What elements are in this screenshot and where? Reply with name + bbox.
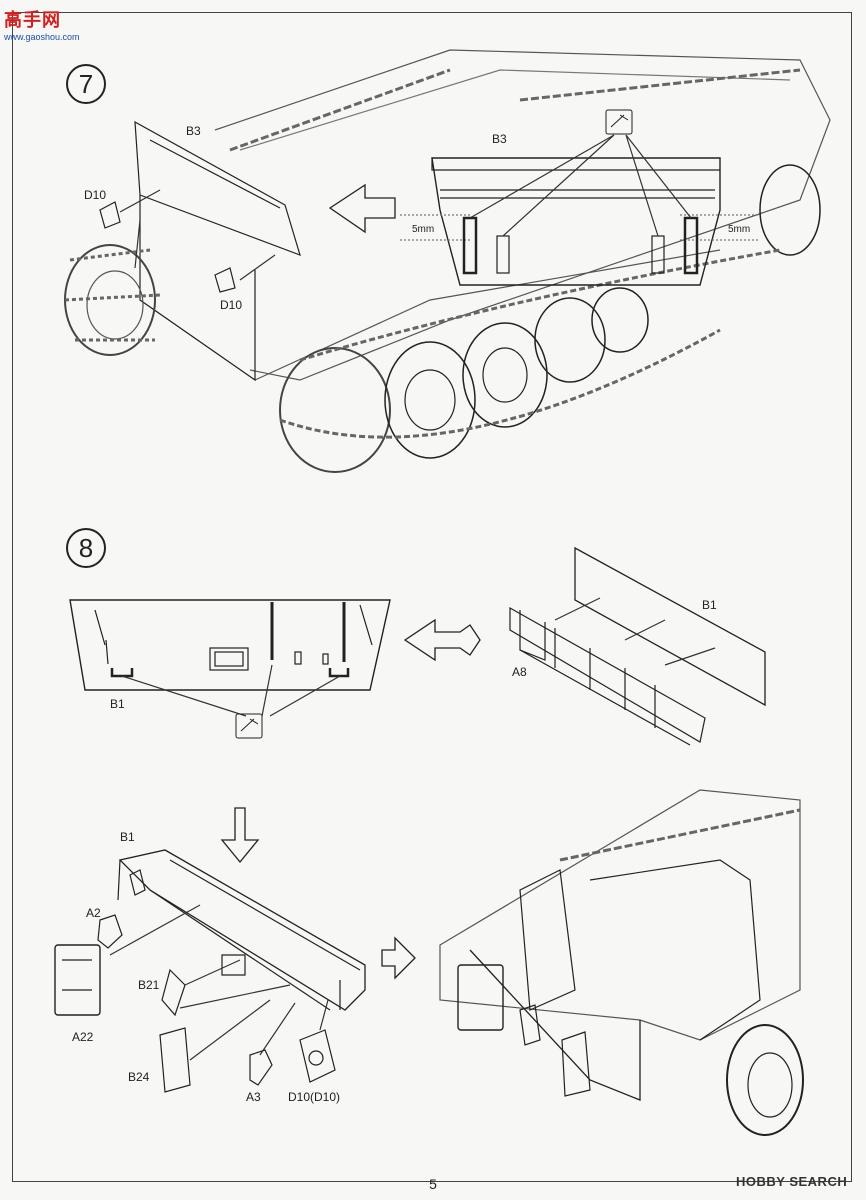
glue-icon	[235, 713, 263, 739]
arrow-left-icon	[403, 618, 481, 662]
label-b1-top: B1	[702, 598, 717, 612]
step8-final-assembly	[439, 789, 804, 1136]
label-a2: A2	[86, 906, 101, 920]
label-5mm-right: 5mm	[728, 224, 751, 235]
label-a3: A3	[246, 1090, 261, 1104]
step8-bracket	[509, 546, 766, 746]
arrow-down-icon	[220, 807, 260, 864]
label-d10-pair: D10(D10)	[288, 1090, 341, 1104]
step-number-8: 8	[66, 528, 106, 568]
label-b24: B24	[128, 1070, 150, 1084]
label-b21: B21	[138, 978, 160, 992]
step7-detail	[400, 134, 760, 286]
watermark-cn: 高手网	[4, 10, 61, 30]
watermark-logo: 高手网 www.gaoshou.com	[4, 6, 80, 42]
label-b3-left: B3	[186, 124, 201, 138]
label-a8: A8	[512, 665, 527, 679]
label-b1-lower: B1	[120, 830, 135, 844]
watermark-url: www.gaoshou.com	[4, 32, 80, 42]
label-d10-b: D10	[220, 298, 243, 312]
label-b1-plate: B1	[110, 697, 125, 711]
arrow-left-icon	[328, 183, 396, 234]
glue-icon	[605, 109, 633, 135]
step8-exploded	[54, 849, 366, 1093]
label-b3-detail: B3	[492, 132, 507, 146]
page-number: 5	[429, 1176, 437, 1192]
label-a22: A22	[72, 1030, 94, 1044]
watermark-hobbysearch: HOBBY SEARCH	[736, 1174, 848, 1189]
label-d10-a: D10	[84, 188, 107, 202]
step8-plate	[69, 599, 391, 717]
step-number-7: 7	[66, 64, 106, 104]
label-5mm-left: 5mm	[412, 224, 435, 235]
page-frame	[12, 12, 852, 1182]
arrow-right-icon	[381, 936, 416, 980]
step7-vehicle	[64, 49, 831, 473]
